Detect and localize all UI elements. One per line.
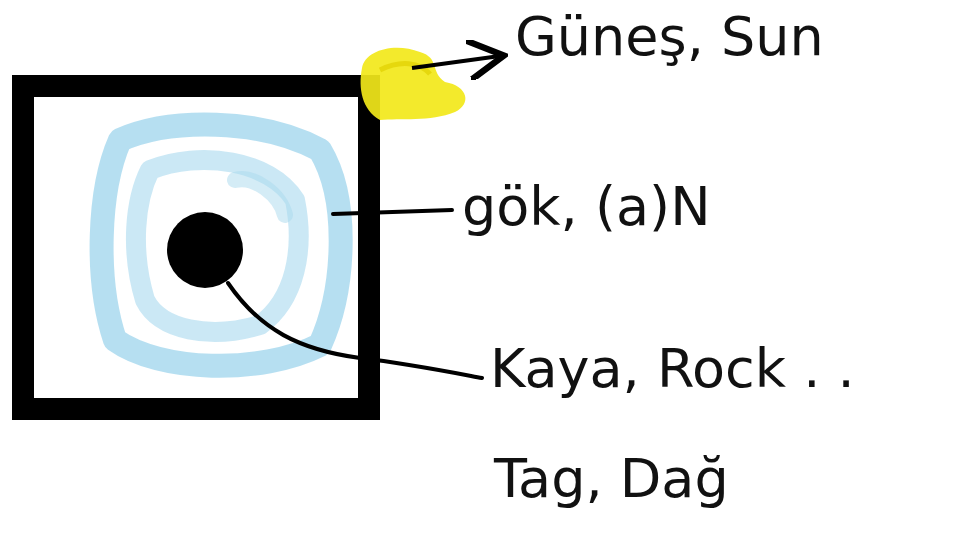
- sky-label: gök, (a)N: [462, 176, 711, 238]
- mountain-label: Tag, Dağ: [494, 448, 729, 510]
- sun-label: Güneş, Sun: [515, 6, 824, 68]
- rock-leader: [228, 283, 482, 378]
- frame-square: [23, 86, 369, 409]
- rock-circle: [167, 212, 243, 288]
- sky-leader: [333, 210, 452, 214]
- sun-arrow: [412, 56, 500, 68]
- sun-blob: [361, 48, 466, 120]
- sky-swirl: [102, 125, 341, 366]
- rock-label: Kaya, Rock . .: [490, 338, 855, 400]
